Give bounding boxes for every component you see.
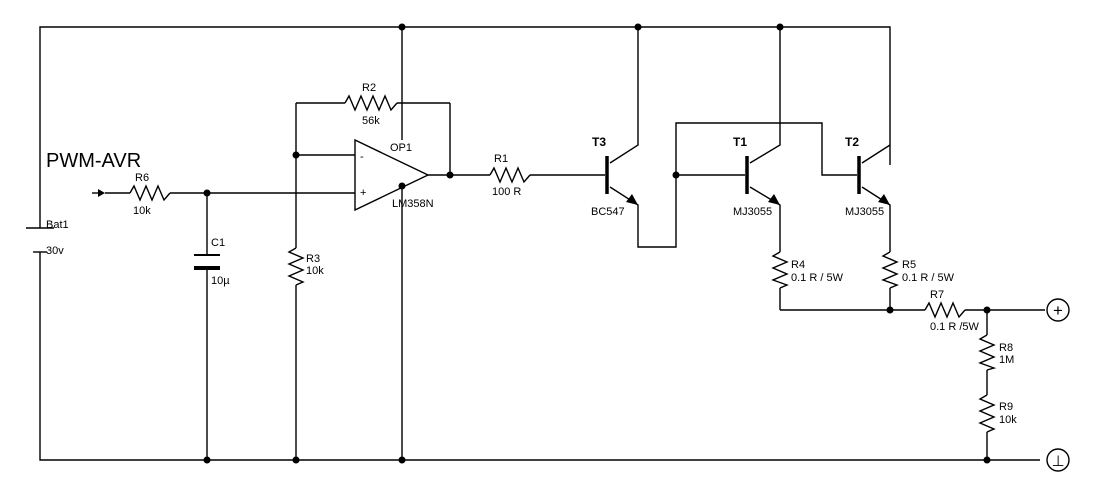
op1-name: OP1 — [390, 142, 412, 154]
t2-emitter-arrow-icon — [878, 194, 890, 205]
resistor-r2: R2 56k — [344, 82, 398, 127]
t1-emitter-arrow-icon — [768, 194, 780, 205]
resistor-r4: R4 0.1 R / 5W — [771, 251, 844, 289]
resistor-r8: R8 1M — [978, 334, 1014, 371]
input-arrow-icon — [92, 189, 105, 197]
transistor-t3: T3 BC547 — [591, 135, 638, 218]
r9-name: R9 — [999, 401, 1013, 413]
r9-value: 10k — [999, 414, 1017, 426]
r3-name: R3 — [306, 253, 320, 265]
ground-icon: ⊥ — [1051, 452, 1064, 470]
bat1-name: Bat1 — [46, 219, 69, 231]
r1-value: 100 R — [492, 186, 521, 198]
r2-name: R2 — [362, 82, 376, 94]
transistor-t2: T2 MJ3055 — [845, 135, 890, 218]
opamp-op1: - + OP1 LM358N — [354, 138, 434, 212]
transistor-t1: T1 MJ3055 — [733, 135, 780, 218]
plus-icon: + — [1053, 301, 1063, 320]
op1-minus-symbol: - — [360, 151, 364, 163]
t3-part: BC547 — [591, 206, 625, 218]
top-rail-wire — [39, 26, 891, 228]
r8-value: 1M — [999, 354, 1014, 366]
resistor-r3: R3 10k — [287, 247, 324, 286]
r7-value: 0.1 R /5W — [930, 321, 980, 333]
ground-rail-wire — [39, 252, 1040, 461]
resistor-r1: R1 100 R — [489, 153, 531, 198]
r4-name: R4 — [791, 259, 805, 271]
r5-value: 0.1 R / 5W — [902, 272, 955, 284]
r3-value: 10k — [306, 265, 324, 277]
r8-name: R8 — [999, 342, 1013, 354]
resistor-r9: R9 10k — [978, 394, 1017, 433]
bat1-value: 30v — [46, 245, 64, 257]
t2-part: MJ3055 — [845, 206, 884, 218]
t1-name: T1 — [733, 135, 747, 149]
resistor-r7: R7 0.1 R /5W — [924, 289, 980, 333]
t3-emitter-arrow-icon — [626, 194, 638, 205]
wires — [39, 26, 1045, 461]
c1-value: 10µ — [211, 275, 230, 287]
resistor-r6: R6 10k — [129, 172, 171, 217]
r6-value: 10k — [133, 205, 151, 217]
t3-name: T3 — [592, 135, 606, 149]
r2-value: 56k — [362, 115, 380, 127]
ground-output-terminal: ⊥ — [1046, 448, 1070, 472]
junction-dots — [203, 23, 991, 464]
r1-name: R1 — [494, 153, 508, 165]
op1-plus-symbol: + — [360, 187, 366, 199]
schematic-title: PWM-AVR — [46, 150, 141, 172]
battery-bat1: Bat1 30v — [26, 219, 69, 257]
r5-name: R5 — [902, 259, 916, 271]
r7-name: R7 — [930, 289, 944, 301]
t2-name: T2 — [845, 135, 859, 149]
r4-value: 0.1 R / 5W — [791, 272, 844, 284]
c1-name: C1 — [211, 237, 225, 249]
capacitor-c1: C1 10µ — [194, 237, 230, 287]
positive-output-terminal: + — [1046, 298, 1070, 322]
t1-part: MJ3055 — [733, 206, 772, 218]
r6-name: R6 — [135, 172, 149, 184]
op1-part: LM358N — [392, 198, 434, 210]
resistor-r5: R5 0.1 R / 5W — [881, 251, 955, 289]
